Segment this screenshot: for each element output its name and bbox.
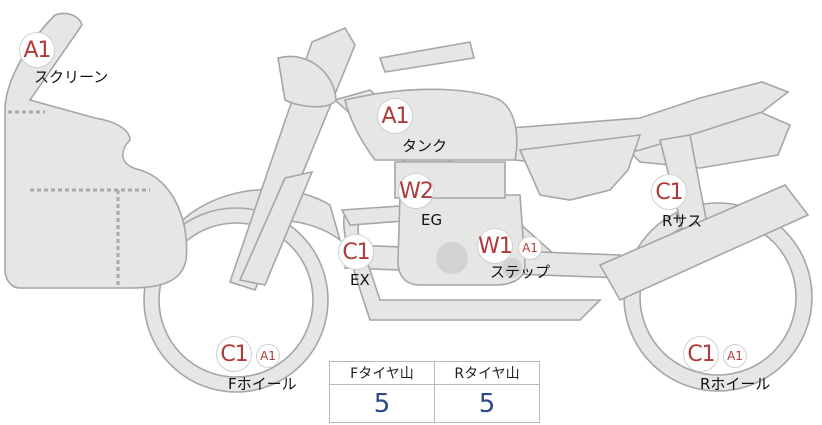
step-label: ステップ	[490, 263, 551, 281]
front-wheel-marker: C1	[216, 336, 252, 372]
front-tire-value: 5	[329, 384, 435, 423]
rear-wheel-label: Rホイール	[700, 375, 771, 393]
front-tire-header: Fタイヤ山	[329, 361, 435, 385]
tank-marker: A1	[377, 98, 413, 134]
screen-marker: A1	[19, 32, 55, 68]
step-peg	[502, 258, 522, 278]
front-wheel-label: Fホイール	[228, 375, 297, 393]
swingarm	[598, 184, 810, 302]
screen-label: スクリーン	[34, 68, 109, 86]
side-cover	[518, 134, 642, 201]
tire-tread-table: Fタイヤ山 Rタイヤ山 5 5	[329, 361, 540, 423]
front-cowl	[4, 12, 188, 289]
rear-suspension-label: Rサス	[662, 212, 703, 230]
rear-wheel-sub-marker: A1	[723, 344, 747, 368]
engine-label: EG	[421, 211, 443, 229]
front-wheel-sub-marker: A1	[256, 344, 280, 368]
fork-bottom	[238, 170, 314, 286]
rear-tire-header: Rタイヤ山	[434, 361, 540, 385]
rear-tire-value: 5	[434, 384, 540, 423]
exhaust-marker: C1	[338, 234, 374, 270]
exhaust-label: EX	[350, 271, 370, 289]
engine-cover	[436, 242, 468, 274]
headlight	[277, 55, 337, 108]
step-sub-marker: A1	[518, 236, 542, 260]
tank-label: タンク	[402, 137, 448, 155]
handlebar	[378, 41, 475, 73]
rear-wheel-marker: C1	[683, 336, 719, 372]
step-marker: W1	[477, 228, 513, 264]
engine-marker: W2	[398, 173, 434, 209]
rear-suspension-marker: C1	[651, 174, 687, 210]
